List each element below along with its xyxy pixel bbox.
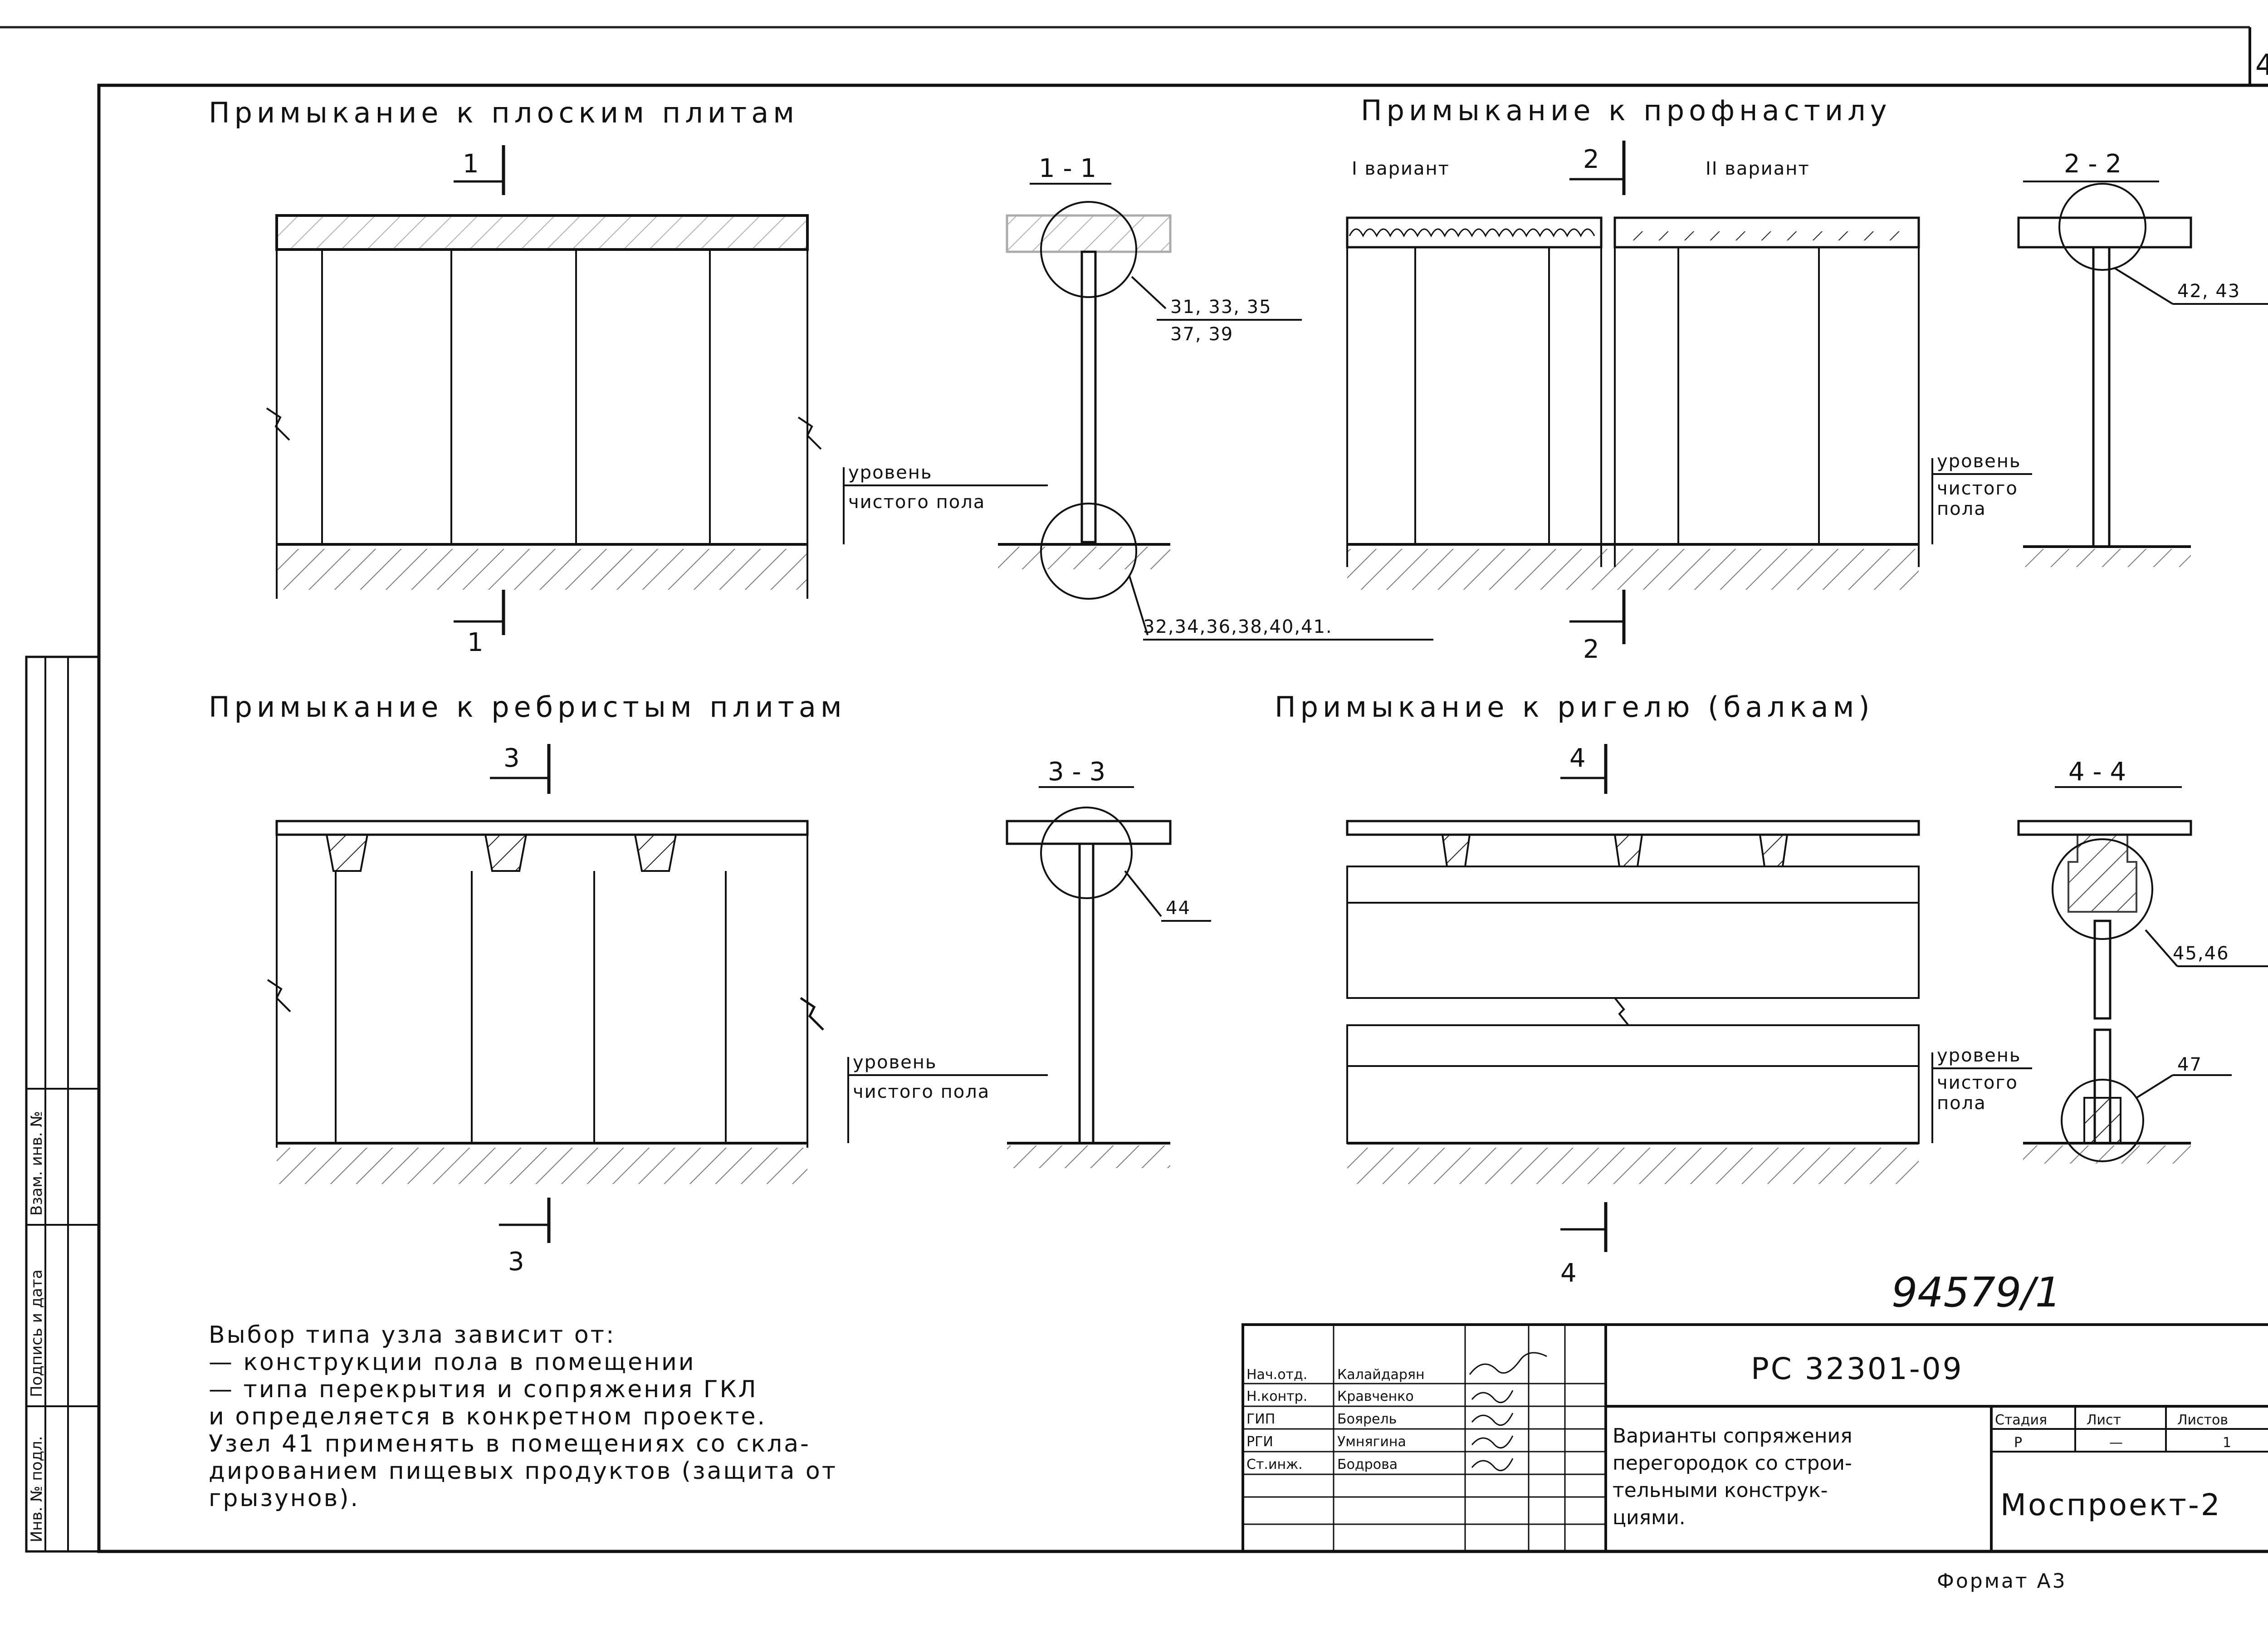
title-block: Нач.отд. Н.контр. ГИП РГИ Ст.инж. Калайд…	[1242, 1323, 2268, 1553]
floor-level-1-line2: чистого пола	[848, 492, 985, 513]
title-profiled-sheet: Примыкание к профнастилу	[1361, 94, 1891, 127]
variant-1-label: I вариант	[1352, 158, 1450, 179]
title-line-1: Варианты сопряжения	[1613, 1424, 1853, 1448]
detail-girder: Примыкание к ригелю (балкам) 4 уровень ч…	[1275, 690, 2268, 1288]
inventory-number: 94579/1	[1892, 1269, 2061, 1316]
nodes-4-top: 45,46	[2173, 943, 2229, 964]
sheet-value: —	[2109, 1435, 2123, 1451]
strip-label-sign: Подпись и дата	[28, 1269, 46, 1397]
note-line-5: Узел 41 применять в помещениях со скла-	[209, 1430, 811, 1458]
stage-header: Стадия	[1995, 1412, 2047, 1428]
floor-level-2-line2a: чистого	[1937, 478, 2018, 499]
cut-mark-4-bottom: 4	[1560, 1258, 1577, 1288]
nodes-1-top-a: 31, 33, 35	[1170, 297, 1272, 318]
format-label: Формат А3	[1937, 1570, 2067, 1593]
document-code: РС 32301-09	[1751, 1351, 1964, 1386]
name-1: Калайдарян	[1337, 1367, 1425, 1383]
organization: Моспроект-2	[2000, 1487, 2222, 1522]
title-line-3: тельными конструк-	[1613, 1479, 1828, 1502]
note-line-3: — типа перекрытия и сопряжения ГКЛ	[209, 1376, 758, 1403]
cut-mark-3-bottom: 3	[508, 1247, 524, 1277]
floor-level-3-line1: уровень	[853, 1052, 937, 1073]
nodes-2-top: 42, 43	[2177, 281, 2240, 302]
cut-mark-1-top: 1	[463, 149, 479, 179]
cut-mark-2-top: 2	[1583, 145, 1599, 174]
sheets-header: Листов	[2177, 1412, 2228, 1428]
cut-mark-1-bottom: 1	[467, 628, 484, 657]
nodes-3-top: 44	[1166, 898, 1191, 919]
floor-level-1-line1: уровень	[848, 462, 932, 483]
sheet-number: 47	[2255, 49, 2268, 82]
note-line-1: Выбор типа узла зависит от:	[209, 1321, 616, 1349]
note-line-6: дированием пищевых продуктов (защита от	[209, 1458, 837, 1485]
cut-mark-2-bottom: 2	[1583, 635, 1599, 664]
floor-level-4-line2b: пола	[1937, 1093, 1986, 1114]
section-label-1-1: 1 - 1	[1039, 154, 1096, 183]
floor-level-4-line2a: чистого	[1937, 1072, 2018, 1093]
note-line-2: — конструкции пола в помещении	[209, 1349, 696, 1376]
title-girder: Примыкание к ригелю (балкам)	[1275, 690, 1874, 724]
role-1: Нач.отд.	[1246, 1367, 1307, 1383]
left-binding-strip: Инв. № подл. Подпись и дата Взам. инв. №	[25, 656, 100, 1553]
cut-mark-3-top: 3	[503, 744, 520, 773]
variant-2-label: II вариант	[1706, 158, 1810, 179]
title-line-2: перегородок со строи-	[1613, 1452, 1852, 1475]
detail-ribbed-slabs: Примыкание к ребристым плитам 3 уровень …	[209, 690, 1211, 1277]
name-3: Боярель	[1337, 1411, 1397, 1427]
nodes-4-bottom: 47	[2177, 1054, 2202, 1075]
name-2: Кравченко	[1337, 1389, 1414, 1404]
strip-label-replace: Взам. инв. №	[28, 1111, 46, 1216]
title-flat-slabs: Примыкание к плоским плитам	[209, 96, 799, 129]
cut-mark-4-top: 4	[1569, 744, 1586, 773]
notes: Выбор типа узла зависит от: — конструкци…	[209, 1321, 837, 1512]
note-line-4: и определяется в конкретном проекте.	[209, 1403, 767, 1430]
detail-profiled-sheet: Примыкание к профнастилу I вариант II ва…	[1346, 94, 2268, 664]
detail-flat-slabs: Примыкание к плоским плитам 1 уровень чи…	[209, 96, 1433, 657]
note-line-7: грызунов).	[209, 1485, 360, 1512]
section-label-2-2: 2 - 2	[2064, 149, 2121, 179]
role-2: Н.контр.	[1246, 1389, 1307, 1404]
title-ribbed-slabs: Примыкание к ребристым плитам	[209, 690, 846, 724]
nodes-1-top-b: 37, 39	[1170, 324, 1233, 345]
floor-level-3-line2: чистого пола	[853, 1081, 990, 1102]
name-4: Умнягина	[1337, 1434, 1406, 1450]
role-4: РГИ	[1246, 1434, 1273, 1450]
role-3: ГИП	[1246, 1411, 1275, 1427]
floor-level-4-line1: уровень	[1937, 1045, 2021, 1066]
title-line-4: циями.	[1613, 1506, 1686, 1529]
strip-label-inv: Инв. № подл.	[28, 1436, 46, 1542]
signatures	[1469, 1352, 1547, 1472]
section-label-4-4: 4 - 4	[2068, 757, 2126, 787]
sheet-header: Лист	[2087, 1412, 2121, 1428]
floor-level-2-line2b: пола	[1937, 499, 1986, 519]
floor-level-2-line1: уровень	[1937, 451, 2021, 472]
role-5: Ст.инж.	[1246, 1457, 1303, 1472]
sheets-value: 1	[2223, 1435, 2231, 1451]
name-5: Бодрова	[1337, 1457, 1398, 1472]
section-label-3-3: 3 - 3	[1048, 757, 1105, 787]
stage-value: Р	[2014, 1435, 2022, 1451]
nodes-1-bottom: 32,34,36,38,40,41.	[1143, 616, 1333, 637]
